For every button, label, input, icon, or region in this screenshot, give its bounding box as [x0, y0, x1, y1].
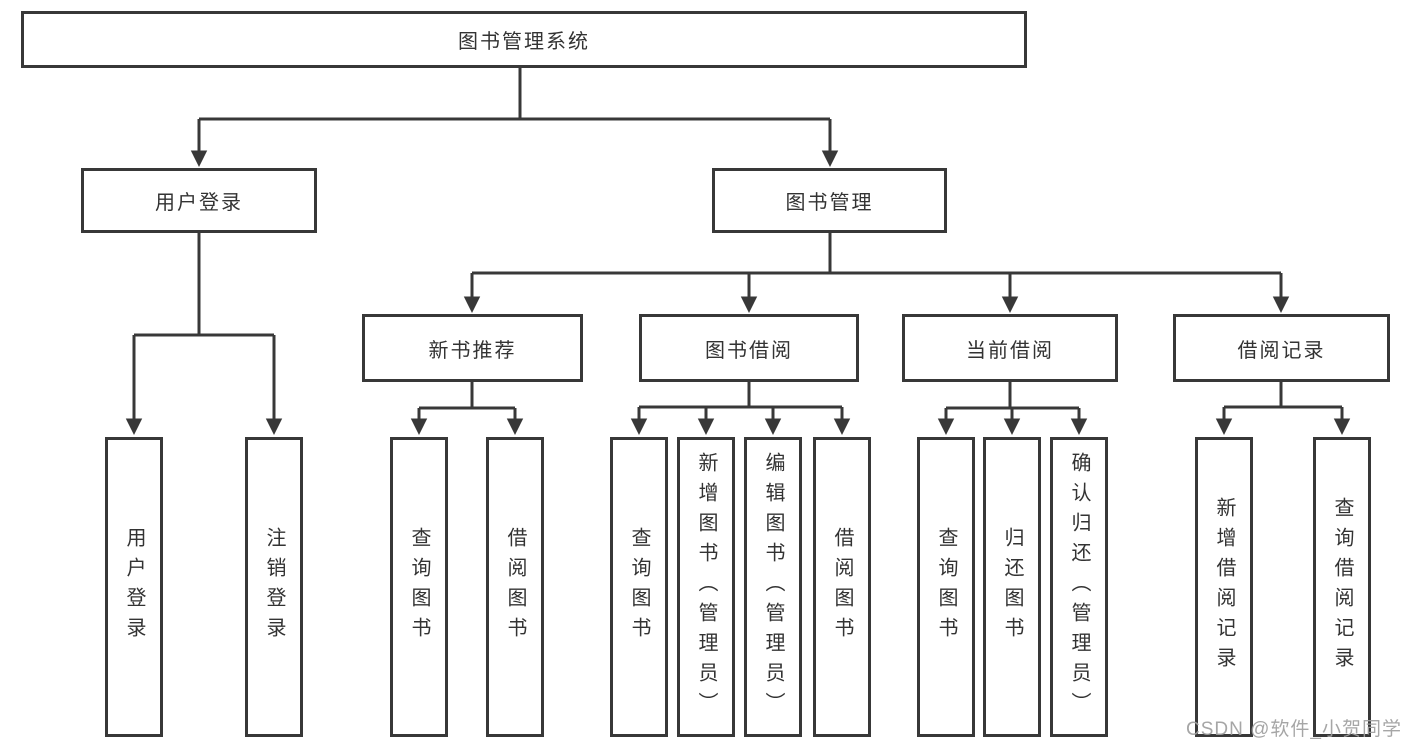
leaf-confirm-return-admin: 确认归还（管理员） — [1050, 437, 1108, 737]
leaf-query-borrow-record: 查询借阅记录 — [1313, 437, 1371, 737]
leaf-borrow-books-recommend: 借阅图书 — [486, 437, 544, 737]
node-book-borrowing: 图书借阅 — [639, 314, 859, 382]
node-book-management: 图书管理 — [712, 168, 947, 233]
leaf-return-books: 归还图书 — [983, 437, 1041, 737]
leaf-query-books-recommend: 查询图书 — [390, 437, 448, 737]
leaf-borrow-books-borrowing: 借阅图书 — [813, 437, 871, 737]
node-label: 查询图书 — [628, 527, 650, 647]
node-new-book-recommend: 新书推荐 — [362, 314, 583, 382]
node-label: 用户登录 — [155, 192, 243, 214]
node-label: 查询图书 — [408, 527, 430, 647]
leaf-add-book-admin: 新增图书（管理员） — [677, 437, 735, 737]
node-label: 归还图书 — [1001, 527, 1023, 647]
leaf-user-login: 用户登录 — [105, 437, 163, 737]
node-label: 图书管理系统 — [458, 31, 590, 53]
node-label: 借阅图书 — [831, 527, 853, 647]
node-label: 用户登录 — [123, 527, 145, 647]
node-label: 图书借阅 — [705, 339, 793, 362]
node-label: 借阅图书 — [504, 527, 526, 647]
node-label: 当前借阅 — [966, 339, 1054, 362]
node-borrowing-records: 借阅记录 — [1173, 314, 1390, 382]
node-label: 图书管理 — [785, 192, 874, 214]
node-label: 新增图书（管理员） — [695, 452, 717, 722]
leaf-add-borrow-record: 新增借阅记录 — [1195, 437, 1253, 737]
node-label: 查询图书 — [935, 527, 957, 647]
node-label: 借阅记录 — [1237, 339, 1326, 362]
node-library-management-system: 图书管理系统 — [21, 11, 1027, 68]
leaf-edit-book-admin: 编辑图书（管理员） — [744, 437, 802, 737]
node-current-borrowing: 当前借阅 — [902, 314, 1118, 382]
leaf-query-books-borrowing: 查询图书 — [610, 437, 668, 737]
leaf-logout-login: 注销登录 — [245, 437, 303, 737]
node-label: 新书推荐 — [428, 339, 517, 362]
node-label: 查询借阅记录 — [1331, 497, 1353, 677]
node-user-login: 用户登录 — [81, 168, 317, 233]
node-label: 新增借阅记录 — [1213, 497, 1235, 677]
node-label: 编辑图书（管理员） — [762, 452, 784, 722]
node-label: 注销登录 — [263, 527, 285, 647]
csdn-watermark: CSDN @软件_小贺同学 — [1186, 719, 1402, 740]
leaf-query-books-current: 查询图书 — [917, 437, 975, 737]
node-label: 确认归还（管理员） — [1068, 452, 1090, 722]
